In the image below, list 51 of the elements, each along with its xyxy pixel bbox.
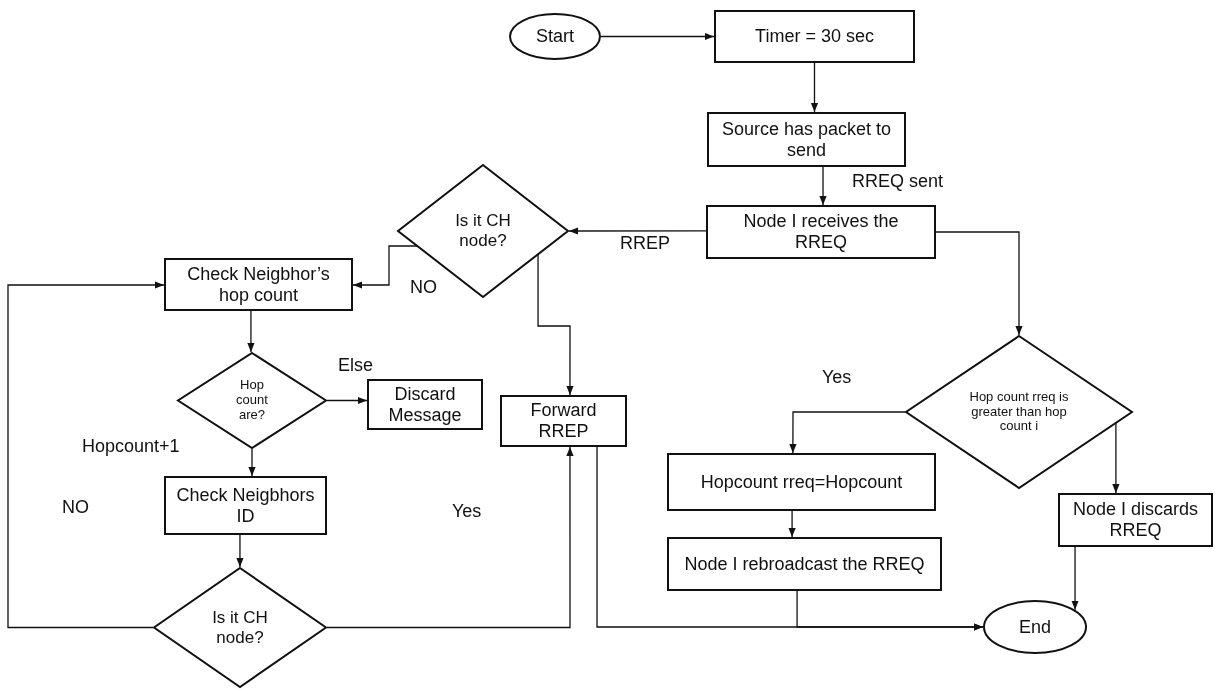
node-text: Hop count are? xyxy=(235,378,269,423)
arrow xyxy=(788,510,796,538)
node-text: Start xyxy=(536,26,574,47)
node-text: Timer = 30 sec xyxy=(755,26,874,47)
edge-label: Hopcount+1 xyxy=(80,436,182,457)
process-box xyxy=(707,112,906,167)
node-text: Forward RREP xyxy=(529,400,598,442)
process-box xyxy=(164,476,327,535)
arrow xyxy=(326,446,574,629)
decision-diamond xyxy=(177,352,327,449)
node-text: Hop count rreq is greater than hop count i xyxy=(969,389,1069,435)
node-text: Discard Message xyxy=(387,383,463,426)
node-text: End xyxy=(1019,616,1051,638)
node-text: Check Neigbhor’s hop count xyxy=(186,263,331,306)
decision-diamond xyxy=(153,567,327,688)
process-box xyxy=(667,537,942,591)
arrow xyxy=(810,62,819,113)
arrow xyxy=(236,534,244,568)
process-box xyxy=(164,258,353,311)
terminal-oval xyxy=(983,600,1087,654)
arrow xyxy=(537,253,574,396)
node-text: Is it CH node? xyxy=(211,607,269,648)
terminal-oval xyxy=(509,13,601,60)
arrow xyxy=(819,166,827,206)
process-box xyxy=(500,395,627,447)
decision-diamond xyxy=(397,164,569,298)
arrow xyxy=(247,310,255,353)
node-text: Hopcount rreq=Hopcount xyxy=(700,471,903,493)
node-text: Source has packet to send xyxy=(720,118,893,161)
arrow xyxy=(596,446,984,631)
process-box xyxy=(706,205,936,259)
arrow xyxy=(248,448,256,477)
node-text: Check Neigbhors ID xyxy=(175,484,316,527)
decision-diamond xyxy=(905,335,1133,489)
arrow xyxy=(1112,422,1120,494)
node-text: Node I rebroadcast the RREQ xyxy=(684,553,925,575)
arrow xyxy=(789,411,906,454)
edge-label: RREQ sent xyxy=(850,171,946,192)
arrow xyxy=(1071,546,1079,611)
arrow xyxy=(326,396,368,405)
node-text: Is it CH node? xyxy=(454,211,512,251)
process-box xyxy=(714,10,915,63)
arrow xyxy=(600,32,715,41)
node-text: Node I receives the RREQ xyxy=(742,211,900,253)
arrow xyxy=(568,227,707,235)
process-box xyxy=(667,453,936,511)
node-text: Node I discards RREQ xyxy=(1071,499,1200,541)
arrow xyxy=(7,281,165,629)
process-box xyxy=(367,379,483,430)
process-box xyxy=(1058,493,1213,547)
arrow xyxy=(935,231,1023,336)
